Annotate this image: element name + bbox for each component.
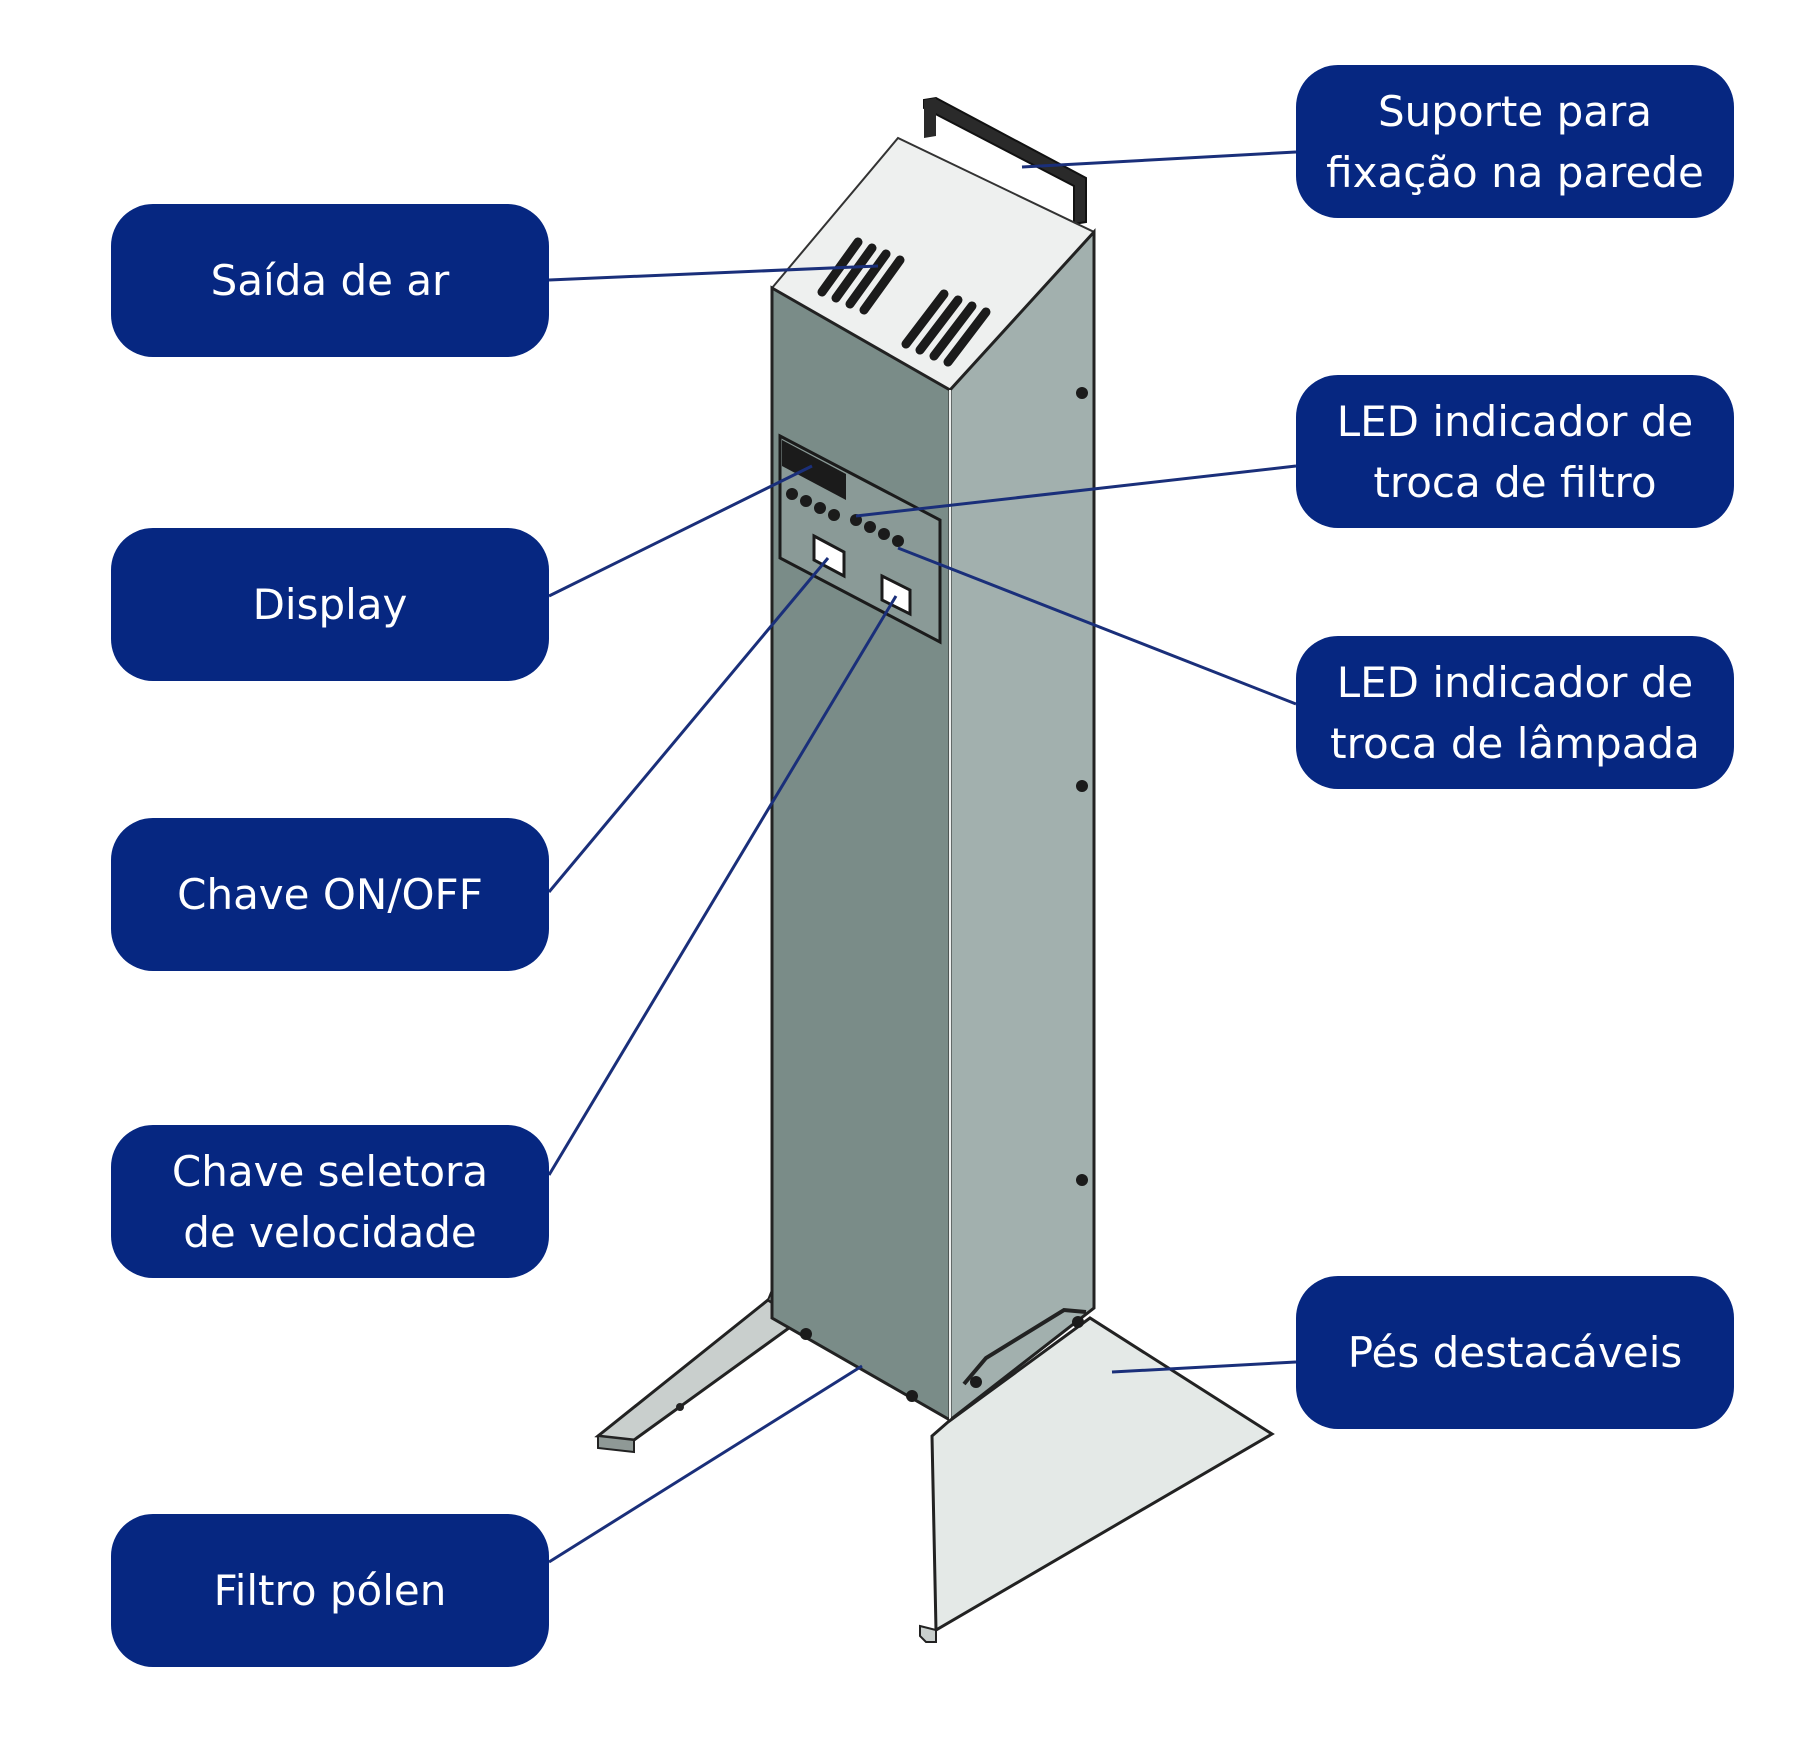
callout-text-line2: de velocidade [183,1207,477,1257]
callout-text: Display [252,580,408,629]
bottom-screws [800,1328,918,1402]
callout-text: Pés destacáveis [1347,1328,1683,1377]
panel-buttons [786,488,904,547]
leader-pes [1111,1360,1297,1374]
leader-chave-seletora [547,595,898,1176]
leader-saida-de-ar [548,264,879,282]
callout-text-line2: troca de lâmpada [1330,718,1700,768]
callout-text-line1: LED indicador de [1336,396,1694,446]
left-foot [594,1288,803,1454]
callout-filtro-polen: Filtro pólen [111,1514,549,1667]
callout-chave-seletora: Chave seletora de velocidade [111,1125,549,1278]
callout-text: Chave ON/OFF [177,870,483,919]
leader-lines [547,150,1297,1564]
on-off-switch [812,533,846,579]
air-outlet-vents [817,237,991,367]
callout-saida-de-ar: Saída de ar [111,204,549,357]
callout-led-lampada: LED indicador de troca de lâmpada [1296,636,1734,789]
leader-led-filtro [855,464,1297,518]
leader-suporte [1021,150,1297,169]
callout-text-line2: fixação na parede [1326,147,1704,197]
callout-led-filtro: LED indicador de troca de filtro [1296,375,1734,528]
leader-led-lampada [897,546,1297,706]
right-foot [919,1307,1275,1643]
callout-display: Display [111,528,549,681]
callout-text-line1: Suporte para [1378,86,1652,136]
callout-text-line1: Chave seletora [171,1146,489,1196]
device-side-face [948,228,1096,1424]
callout-text-line1: LED indicador de [1336,657,1694,707]
leader-chave-on-off [547,557,830,893]
control-panel [778,433,942,645]
callout-pes-destacaveis: Pés destacáveis [1296,1276,1734,1429]
leader-display [548,464,813,598]
leader-filtro-polen [548,1364,863,1564]
callout-suporte: Suporte para fixação na parede [1296,65,1734,218]
callout-chave-on-off: Chave ON/OFF [111,818,549,971]
wall-bracket [923,96,1087,226]
callout-text-line2: troca de filtro [1373,457,1657,507]
display-screen [782,440,846,500]
speed-switch [880,573,912,617]
side-screws [1076,387,1088,1186]
callout-text: Filtro pólen [213,1566,447,1615]
callout-text: Saída de ar [210,256,450,305]
